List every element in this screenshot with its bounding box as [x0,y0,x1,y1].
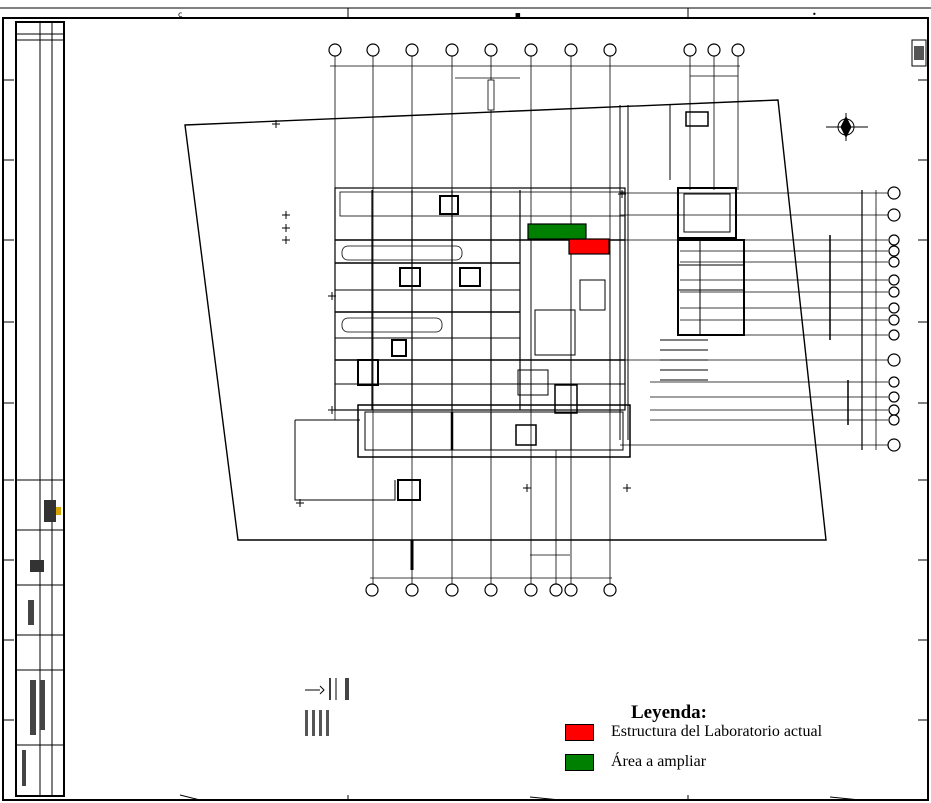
north-arrow-icon [826,113,868,141]
east-block [660,111,745,381]
legend-item-current-lab: Estructura del Laboratorio actual [565,722,822,742]
title-block [15,21,65,797]
top-dimension-line [330,65,740,111]
legend: Leyenda: Estructura del Laboratorio actu… [565,702,927,792]
zone-mark-c: c [178,10,182,19]
zone-mark-a: • [812,10,817,19]
bottom-dimension-line [370,540,612,579]
legend-title: Leyenda: [631,702,707,723]
zone-mark-b: ■ [515,12,521,19]
grid-cross-markers [272,120,631,507]
sheet-stamp [911,39,927,67]
legend-label-current-lab: Estructura del Laboratorio actual [611,723,823,740]
south-wing [294,404,631,501]
current-lab-highlight [568,238,610,255]
legend-label-expansion-area: Área a ampliar [611,753,707,770]
building-walls [334,105,671,440]
bottom-border-ticks [179,794,861,801]
right-grid-bubbles [887,186,901,452]
bottom-grid-bubbles [365,583,617,597]
horizontal-grid-lines [620,190,888,450]
expansion-area-highlight [527,223,587,240]
left-border-ticks [3,79,14,721]
legend-swatch-red [565,723,594,741]
legend-swatch-green [565,753,594,771]
sheet-border [2,17,929,801]
symbol-key [305,678,349,736]
legend-item-expansion-area: Área a ampliar [565,752,706,772]
top-grid-bubbles [328,43,745,57]
right-border-ticks [918,79,928,721]
site-boundary [184,99,827,541]
